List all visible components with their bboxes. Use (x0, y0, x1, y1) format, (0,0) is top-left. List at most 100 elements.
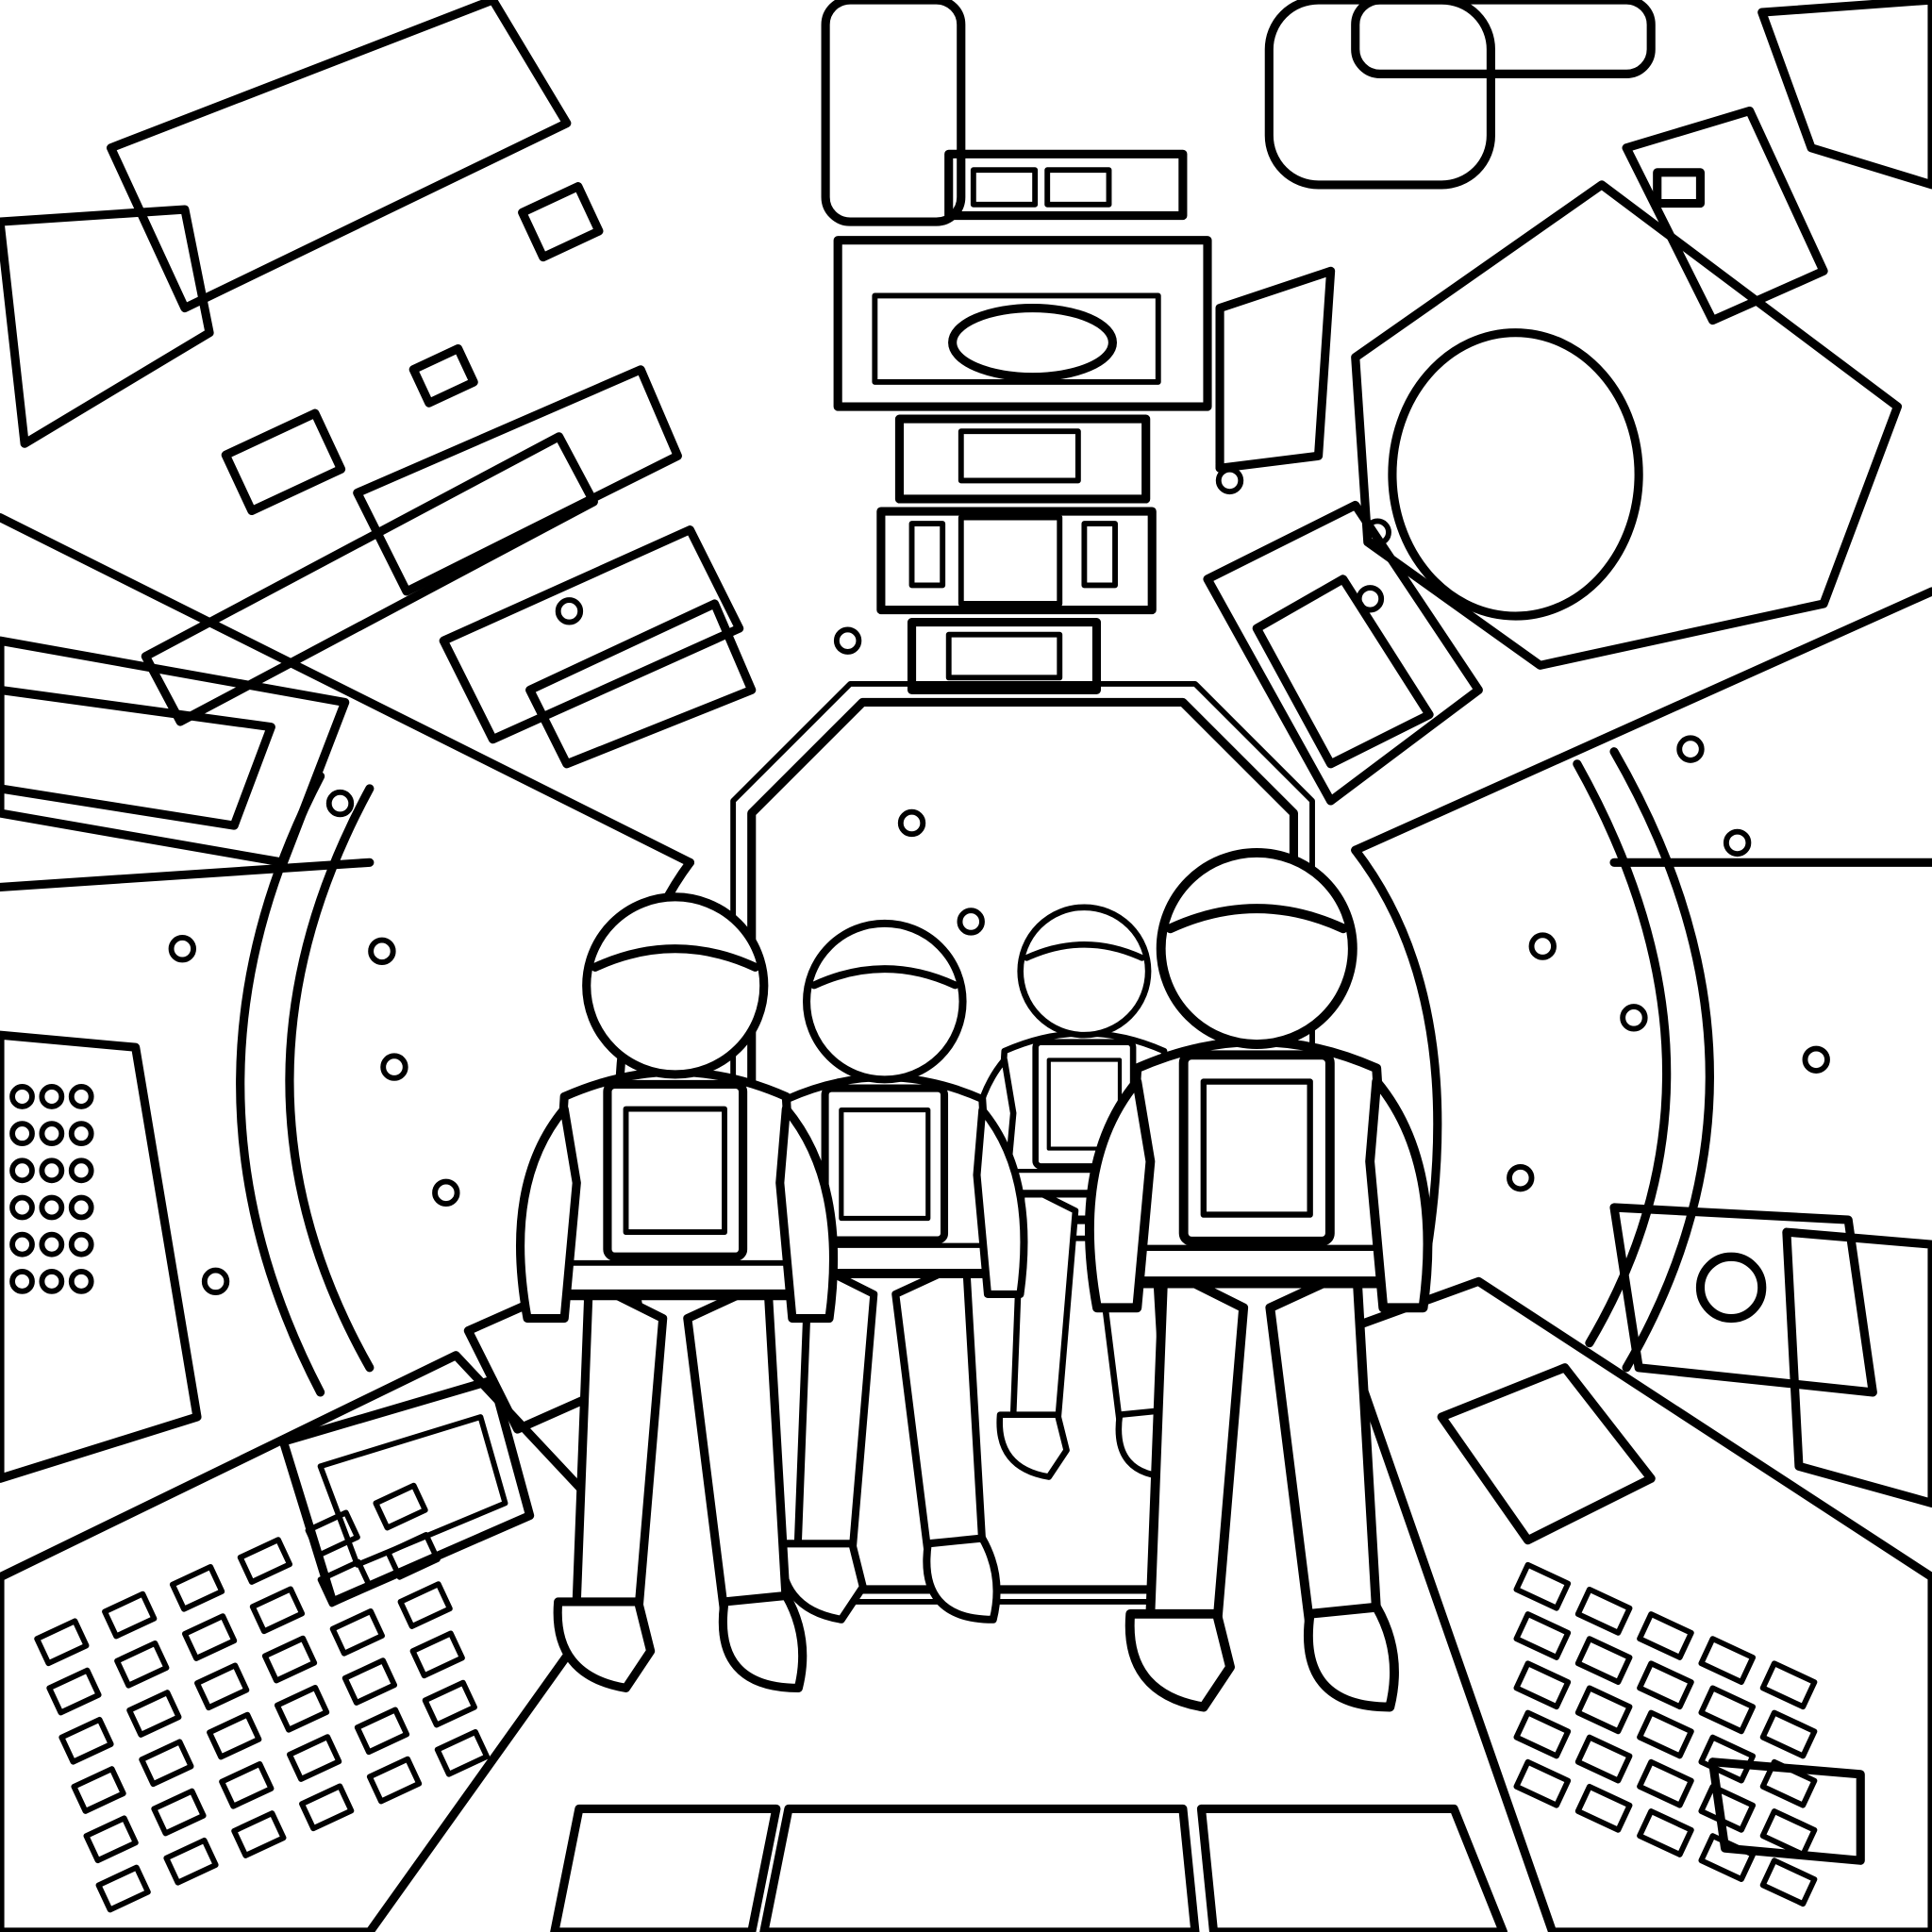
indicator-light (39, 1121, 65, 1147)
rivet (833, 626, 862, 655)
indicator-light (68, 1268, 94, 1294)
astronaut-leg (891, 1257, 987, 1558)
rivet (432, 1178, 460, 1208)
rivet (1363, 518, 1391, 546)
console-button (305, 1509, 360, 1558)
astronaut-leg (1265, 1263, 1382, 1632)
console-button (299, 1783, 355, 1832)
backpack-panel (623, 1106, 727, 1236)
indicator-light (39, 1084, 65, 1109)
astronaut-boot (923, 1534, 1001, 1624)
console-button (95, 1864, 151, 1913)
console-button (1637, 1709, 1694, 1759)
console-button (373, 1482, 428, 1531)
rivet (368, 937, 396, 966)
astronaut-arm (775, 1104, 839, 1324)
console-button (181, 1613, 238, 1661)
astronaut-helmet (1017, 904, 1152, 1039)
console-button (126, 1690, 182, 1738)
console-button (34, 1618, 90, 1667)
rivet (957, 908, 985, 936)
console-button (163, 1837, 219, 1886)
astronaut-arm (1365, 1076, 1433, 1313)
console-button (1513, 1758, 1572, 1808)
console-button (219, 1760, 275, 1809)
console-button (58, 1716, 114, 1765)
console-button (1759, 1758, 1818, 1808)
rivet (380, 1053, 408, 1081)
console-button (139, 1739, 194, 1788)
rivet (325, 789, 355, 818)
astronaut-leg (683, 1276, 791, 1619)
life-support-backpack (603, 1079, 748, 1261)
console-button (1513, 1709, 1572, 1759)
rivet (1356, 585, 1385, 613)
console-button (207, 1711, 262, 1760)
astronaut-helmet (803, 919, 967, 1084)
astronaut (1084, 847, 1433, 1712)
backpack-panel (1200, 1078, 1313, 1218)
astronaut-leg (572, 1276, 668, 1619)
console-button (249, 1586, 306, 1635)
console-button (261, 1635, 318, 1684)
console-button (71, 1766, 126, 1814)
rivet (1215, 466, 1244, 495)
helmet-rim (810, 965, 959, 990)
helmet-rim (591, 944, 760, 972)
indicator-light (39, 1194, 65, 1221)
console-button (1759, 1709, 1818, 1759)
console-button (169, 1563, 225, 1612)
console-button (1574, 1636, 1633, 1685)
console-button (366, 1756, 423, 1805)
console-button (1637, 1808, 1694, 1857)
rivet (1528, 932, 1557, 960)
indicator-light (9, 1231, 35, 1257)
console-button (329, 1607, 385, 1657)
rivet (201, 1267, 230, 1296)
wall-rivets (168, 466, 1830, 1296)
console-button (1513, 1561, 1572, 1611)
indicator-light (39, 1268, 65, 1294)
rivet (1620, 1004, 1648, 1032)
console-button (341, 1657, 398, 1706)
console-button (1637, 1611, 1694, 1660)
rivet (1507, 1163, 1535, 1192)
astronaut-group (516, 847, 1433, 1712)
indicator-light (68, 1231, 94, 1257)
astronaut-arm (973, 1106, 1028, 1298)
rivet (168, 935, 196, 963)
indicator-light (39, 1231, 65, 1257)
console-button (317, 1558, 373, 1607)
console-button (1698, 1833, 1757, 1882)
indicator-light (9, 1158, 35, 1184)
console-button (286, 1734, 342, 1782)
rivet (555, 597, 584, 625)
console-button (434, 1728, 491, 1777)
astronaut-helmet (582, 892, 769, 1079)
helmet-rim (1023, 941, 1145, 961)
console-button (83, 1815, 139, 1864)
astronaut-arm (516, 1104, 581, 1324)
rivet (1723, 828, 1752, 858)
astronaut-leg (1145, 1263, 1249, 1632)
console-button (1759, 1660, 1818, 1710)
indicator-light (68, 1084, 94, 1109)
console-button (46, 1667, 102, 1716)
helmet-rim (1165, 904, 1348, 934)
console-button (1698, 1685, 1757, 1735)
console-button (102, 1591, 158, 1640)
console-button (1574, 1586, 1633, 1636)
indicator-light (9, 1121, 35, 1147)
console-button (1637, 1758, 1694, 1808)
backpack-panel (839, 1107, 931, 1222)
right-control-console (1339, 1203, 1932, 1932)
console-button (1759, 1857, 1818, 1907)
indicator-light (68, 1194, 94, 1221)
console-button (237, 1537, 293, 1585)
life-support-backpack (821, 1084, 949, 1244)
console-button (231, 1810, 287, 1858)
console-button (354, 1707, 410, 1756)
console-button (385, 1532, 441, 1580)
astronaut-arm (1084, 1076, 1156, 1313)
